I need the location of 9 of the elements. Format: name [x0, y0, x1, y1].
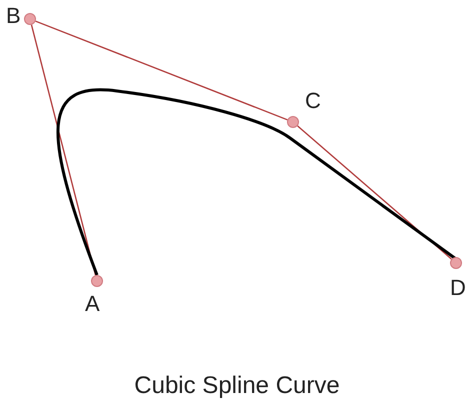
point-label: C: [305, 90, 321, 112]
control-line: [297, 125, 452, 260]
caption: Cubic Spline Curve: [133, 372, 341, 400]
point-label: A: [85, 293, 100, 315]
point-label: D: [450, 277, 466, 299]
point-label: B: [6, 5, 21, 27]
control-line: [35, 20, 288, 120]
control-line: [30, 24, 96, 276]
spline-curve: [56, 88, 457, 276]
